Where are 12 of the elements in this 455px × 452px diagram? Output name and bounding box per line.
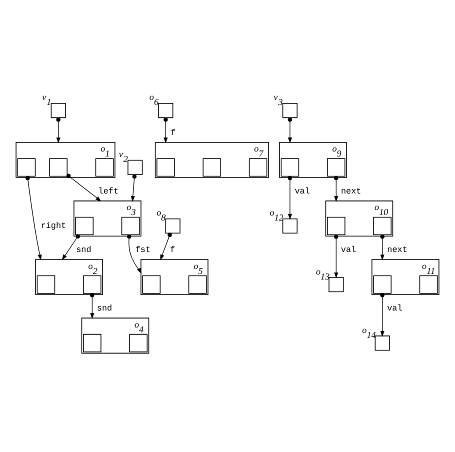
edge-label: left	[98, 186, 119, 196]
edge-label: val	[387, 304, 402, 314]
edge-label: snd	[96, 304, 112, 314]
edge-label: snd	[76, 244, 92, 255]
edge-label: val	[340, 244, 356, 255]
edge-label: right	[40, 221, 66, 232]
edge-label: next	[340, 186, 362, 196]
edge-label: fst	[135, 244, 151, 255]
edge-label: next	[387, 244, 408, 255]
edge-label: f	[170, 244, 176, 255]
edge-label: f	[170, 128, 176, 138]
edge-label: val	[294, 186, 310, 196]
